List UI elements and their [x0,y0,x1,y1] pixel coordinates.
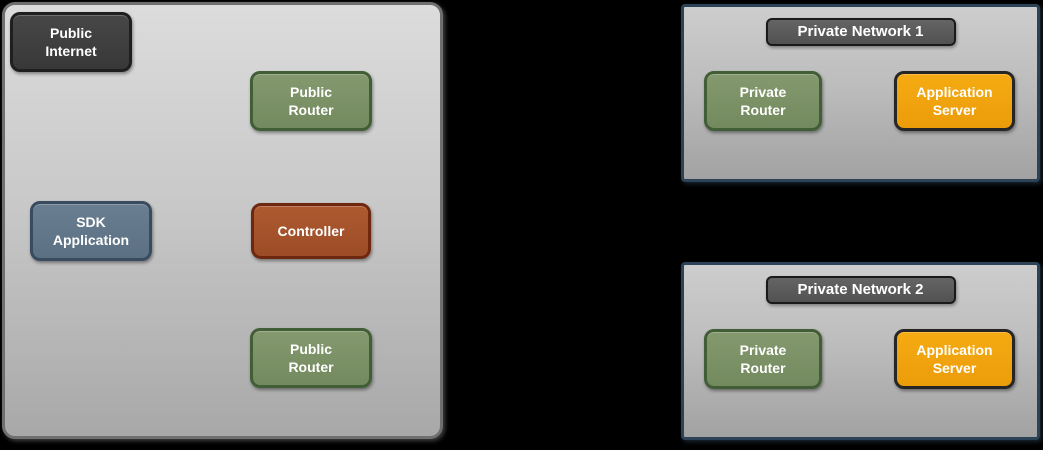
private-network-2-container: Private Network 2 Private Router Applica… [681,262,1040,440]
private-network-1-title: Private Network 1 [765,18,956,46]
node-private-router-1: Private Router [704,71,822,131]
private-network-2-title: Private Network 2 [765,276,956,304]
node-application-server-1-label: Application Server [916,83,993,118]
node-public-router-top: Public Router [250,71,372,131]
node-public-router-bottom-label: Public Router [288,340,334,375]
node-sdk-application: SDK Application [30,201,152,261]
node-controller-label: Controller [277,222,345,239]
private-network-1-container: Private Network 1 Private Router Applica… [681,4,1040,182]
node-controller: Controller [251,203,371,259]
node-private-router-2-label: Private Router [739,341,787,376]
node-application-server-2: Application Server [894,329,1015,389]
node-private-router-2: Private Router [704,329,822,389]
node-public-internet: Public Internet [10,12,132,72]
node-public-router-top-label: Public Router [288,83,334,118]
node-application-server-2-label: Application Server [916,341,993,376]
public-cloud-container: Public Internet Public Router SDK Applic… [2,2,443,439]
node-private-router-1-label: Private Router [739,83,787,118]
node-application-server-1: Application Server [894,71,1015,131]
node-sdk-application-label: SDK Application [52,213,130,248]
node-public-router-bottom: Public Router [250,328,372,388]
node-public-internet-label: Public Internet [45,24,97,59]
